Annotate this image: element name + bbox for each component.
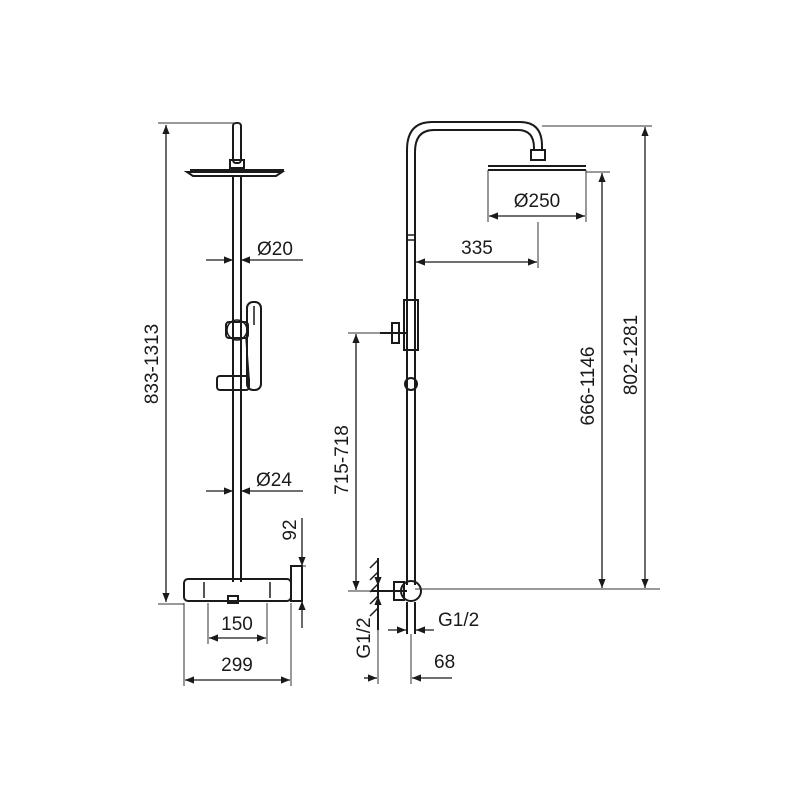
front-shower-head: [183, 122, 286, 177]
side-shower-arm: [406, 121, 586, 585]
diameter-bottom-label: Ø24: [256, 470, 292, 491]
front-mixer-bar: [183, 565, 303, 604]
dim-offset: 68: [364, 630, 455, 684]
dim-spacing: 150: [207, 603, 268, 644]
arm-reach-label: 335: [461, 238, 493, 259]
dim-head-diameter: Ø250: [487, 170, 587, 222]
head-diameter-label: Ø250: [514, 191, 560, 212]
head-height-label: 666-1146: [578, 347, 599, 426]
dim-diameter-bottom: Ø24: [206, 470, 303, 495]
dim-mixer-depth: 92: [280, 518, 306, 628]
mixer-depth-label: 92: [280, 519, 301, 540]
dim-arm-reach: 335: [416, 222, 539, 268]
side-view: Ø250 335 666-1146 802-1281 715-718: [332, 121, 660, 684]
dim-front-height: 833-1313: [142, 122, 240, 605]
front-height-label: 833-1313: [142, 324, 163, 404]
offset-label: 68: [434, 652, 455, 673]
diameter-top-label: Ø20: [257, 239, 293, 260]
outlet-height-label: 715-718: [332, 425, 353, 495]
dim-total-height: 802-1281: [542, 125, 652, 588]
side-diverter: [380, 299, 419, 391]
spacing-label: 150: [221, 614, 253, 635]
front-shower-rail: [232, 176, 242, 582]
front-view: 833-1313 Ø20 Ø24 92 150: [142, 122, 306, 686]
front-hand-shower: [216, 301, 262, 391]
thread-right-label: G1/2: [438, 610, 479, 631]
side-wall-mixer: [371, 580, 660, 634]
thread-left-label: G1/2: [354, 617, 375, 658]
dim-width: 299: [183, 603, 292, 686]
dim-diameter-top: Ø20: [206, 239, 303, 264]
dim-thread-right: G1/2: [388, 610, 479, 634]
dim-outlet-height: 715-718: [332, 332, 380, 592]
dim-thread-left: G1/2: [354, 565, 382, 659]
width-label: 299: [221, 655, 253, 676]
total-height-label: 802-1281: [621, 315, 642, 395]
dim-head-height: 666-1146: [578, 171, 610, 588]
